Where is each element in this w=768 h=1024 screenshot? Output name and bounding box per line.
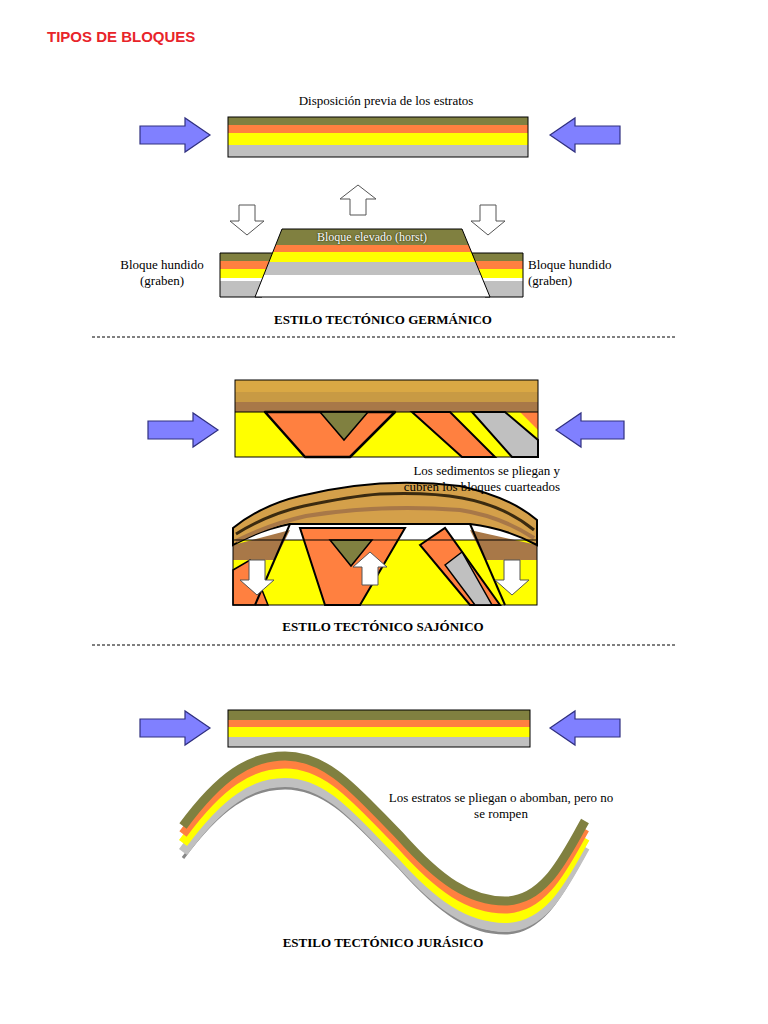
separator (92, 645, 675, 646)
note-text: Los sedimentos se pliegan y cubren los b… (400, 463, 560, 495)
movement-arrows (230, 185, 505, 235)
block-label: Bloque hundido (graben) (528, 257, 636, 289)
caption-text: Disposición previa de los estratos (236, 93, 536, 109)
horst-block (250, 229, 500, 297)
note-text: Los estratos se pliegan o abomban, pero … (388, 790, 614, 822)
section-title: ESTILO TECTÓNICO GERMÁNICO (183, 312, 583, 328)
movement-arrows (240, 552, 529, 595)
section-title: ESTILO TECTÓNICO JURÁSICO (183, 935, 583, 951)
saxon-initial-block (235, 380, 538, 457)
page-title: TIPOS DE BLOQUES (47, 28, 195, 45)
section-title: ESTILO TECTÓNICO SAJÓNICO (183, 619, 583, 635)
saxon-folded-block (233, 483, 537, 605)
initial-strata (228, 117, 528, 157)
separator (92, 337, 675, 338)
initial-strata (228, 710, 530, 747)
block-label: Bloque elevado (horst) (282, 229, 462, 245)
block-label: Bloque hundido (graben) (108, 257, 216, 289)
folded-strata (183, 756, 585, 933)
compression-arrows (140, 118, 624, 745)
